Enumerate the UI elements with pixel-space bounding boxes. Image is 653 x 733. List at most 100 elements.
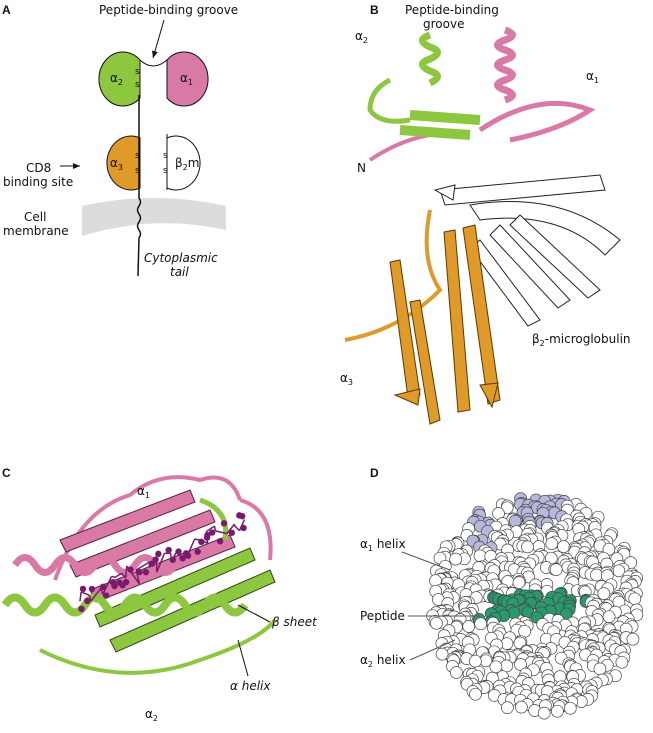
peptide-atom	[184, 552, 192, 559]
peptide-bond	[79, 591, 82, 602]
highlight-atom	[508, 514, 522, 528]
surface-atom	[626, 632, 640, 646]
peptide-atom	[169, 556, 177, 564]
peptide-bond	[215, 530, 227, 535]
peptide-bond	[135, 561, 150, 571]
peptide-bond	[88, 595, 92, 602]
surface-atom	[557, 540, 570, 553]
surface-atom	[500, 659, 514, 673]
alpha1-label: α1	[180, 71, 193, 87]
beta-sheet-label: β sheet	[271, 615, 318, 629]
alpha1-helix-leader	[401, 551, 451, 571]
surface-atom	[489, 660, 503, 674]
beta2m-domain	[166, 135, 201, 191]
peptide-bond	[114, 572, 123, 579]
surface-atom	[521, 540, 534, 554]
surface-atom	[602, 610, 616, 624]
peptide-atom	[99, 583, 107, 591]
peptide-atom	[136, 568, 143, 576]
groove-arrow	[152, 19, 165, 59]
surface-atom	[563, 701, 577, 715]
peptide-bond	[205, 525, 215, 533]
surface-atom	[469, 654, 482, 668]
beta2m-label: β2m	[175, 156, 199, 172]
svg-text:s: s	[135, 80, 140, 90]
alpha2-ribbon	[367, 31, 481, 140]
alpha1-label-b: α1	[586, 69, 599, 85]
tail-label-line2: tail	[170, 265, 189, 279]
beta-sheet-leader	[237, 604, 271, 623]
peptide-bond	[102, 575, 113, 595]
alpha2-domain-ribbon	[1, 497, 277, 675]
heavy-chain-line	[136, 95, 142, 277]
peptide-atom	[84, 597, 91, 605]
peptide-bond	[80, 591, 90, 597]
surface-atom	[545, 537, 559, 550]
panel-letter-c: C	[2, 466, 11, 480]
peptide-atom	[78, 605, 85, 613]
surface-atom	[462, 620, 476, 633]
surface-atom	[449, 552, 463, 566]
surface-atom	[549, 563, 563, 576]
svg-text:s: s	[135, 67, 140, 77]
peptide-atom	[209, 529, 216, 536]
beta2m-label-b: β2-microglobulin	[532, 332, 631, 348]
alpha3-label: α3	[110, 156, 123, 172]
peptide-atom	[165, 546, 172, 554]
peptide-atom	[109, 578, 117, 586]
alpha2-label: α2	[110, 71, 123, 87]
svg-text:s: s	[163, 166, 168, 176]
peptide-atom	[194, 548, 201, 555]
alpha2-label-c: α2	[145, 707, 158, 723]
peptide-atom	[127, 566, 134, 573]
peptide-atom	[203, 534, 211, 541]
peptide-ball-and-stick	[78, 512, 247, 613]
alpha2-helix-leader	[409, 639, 456, 661]
peptide-atom	[216, 538, 224, 545]
groove-label-b-line2: groove	[423, 17, 464, 31]
surface-atom	[551, 704, 564, 718]
peptide-bond	[213, 526, 217, 532]
cell-membrane	[82, 198, 226, 236]
alpha-helix-label: α helix	[230, 679, 271, 693]
svg-text:s: s	[135, 151, 140, 161]
alpha1-helix-label: α1 helix	[360, 537, 406, 553]
surface-atom	[590, 568, 603, 582]
panel-letter-b: B	[370, 3, 379, 17]
surface-atom	[628, 592, 642, 606]
panel-letter-d: D	[370, 466, 379, 480]
alpha1-ribbon	[368, 26, 596, 162]
tail-label-line1: Cytoplasmic	[144, 251, 218, 265]
alpha3-ribbon	[344, 209, 501, 425]
svg-text:s: s	[135, 166, 140, 176]
peptide-bond	[226, 523, 236, 535]
peptide-atom	[88, 585, 96, 593]
peptide-label: Peptide	[360, 609, 405, 623]
peptide-atom	[142, 568, 150, 576]
groove-label: Peptide-binding groove	[99, 3, 238, 17]
space-filling-surface	[426, 492, 644, 720]
alpha1-domain	[166, 51, 209, 107]
surface-atom	[615, 655, 629, 669]
groove-floor	[139, 59, 168, 67]
peptide-atom	[79, 585, 87, 593]
peptide-bond	[90, 587, 102, 602]
peptide-atom	[220, 520, 228, 527]
peptide-atom	[198, 538, 205, 546]
surface-atom	[469, 687, 482, 701]
panel-d: D α1 helix Peptide α2 helix	[360, 466, 644, 720]
peptide-bond	[156, 553, 166, 573]
alpha3-domain	[106, 135, 141, 191]
alpha-helix-leader	[237, 639, 249, 677]
cd8-label-line1: CD8	[26, 161, 51, 175]
peptide-bond	[124, 566, 128, 579]
panel-b: B Peptide-binding groove	[340, 3, 631, 425]
surface-atom	[450, 666, 463, 679]
peptide-atom	[122, 578, 130, 586]
membrane-label-line2: membrane	[3, 224, 69, 238]
peptide-bond	[111, 575, 116, 579]
alpha2-helix-label: α2 helix	[360, 653, 406, 669]
panel-letter-a: A	[2, 3, 11, 17]
surface-atom	[435, 647, 449, 661]
